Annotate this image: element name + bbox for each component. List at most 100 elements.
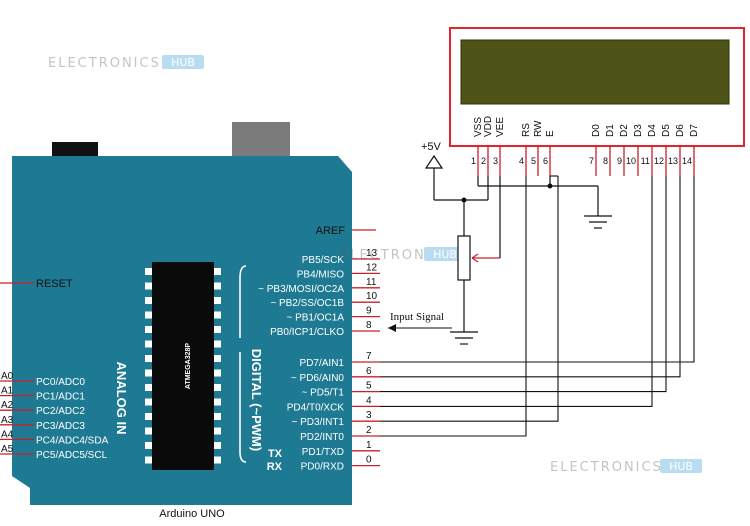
analog-pin-name: A2 <box>1 400 14 411</box>
chip-label: ATMEGA328P <box>185 343 192 389</box>
aref-label: AREF <box>316 225 346 237</box>
digital-pin-num: 2 <box>366 425 372 436</box>
digital-pin-num: 3 <box>366 410 372 421</box>
analog-in-title: ANALOG IN <box>114 362 129 435</box>
lcd-wires <box>380 175 695 437</box>
chip-pin <box>213 297 221 304</box>
tx-label: TX <box>268 448 283 460</box>
supply-label: +5V <box>421 141 442 153</box>
chip-pin <box>213 355 221 362</box>
digital-pin-num: 7 <box>366 351 372 362</box>
watermark-text: ELECTRONICS <box>48 56 161 71</box>
wire <box>380 176 527 437</box>
chip-pin <box>213 384 221 391</box>
lcd-pin-name: D2 <box>619 124 630 137</box>
chip-pin <box>145 340 153 348</box>
chip-pin <box>145 398 153 406</box>
digital-pin-func: ~ PD6/AIN0 <box>291 373 345 384</box>
lcd-pin-num: 5 <box>531 156 536 166</box>
digital-pin-func: PD7/AIN1 <box>300 358 345 369</box>
lcd-pin-num: 2 <box>481 156 486 166</box>
board-name: Arduino UNO <box>159 508 225 520</box>
reset-label: RESET <box>36 278 73 290</box>
analog-pin-name: A5 <box>1 444 14 455</box>
lcd-pin-name: D3 <box>633 124 644 137</box>
chip-pin <box>145 456 153 464</box>
digital-pin-func: PB4/MISO <box>297 269 344 280</box>
lcd-pin-name: D6 <box>675 124 686 137</box>
digital-bracket-top <box>239 265 247 338</box>
svg-text:HUB: HUB <box>669 460 693 473</box>
digital-pin-func: PB5/SCK <box>302 255 345 266</box>
analog-pin-func: PC5/ADC5/SCL <box>36 450 108 461</box>
lcd-pin-num: 13 <box>668 156 678 166</box>
lcd-pin-name: VDD <box>483 116 494 137</box>
digital-bracket-bottom <box>239 352 247 463</box>
analog-pin-func: PC0/ADC0 <box>36 377 85 388</box>
chip-pin <box>213 282 221 290</box>
chip-pin <box>145 297 153 304</box>
chip-pin <box>145 442 153 449</box>
digital-pin-func: PD2/INT0 <box>300 432 344 443</box>
digital-pin-num: 4 <box>366 395 372 406</box>
chip-pin <box>145 355 153 362</box>
analog-pins: PC0/ADC0A0PC1/ADC1A1PC2/ADC2A2PC3/ADC3A3… <box>0 371 109 461</box>
chip-pin <box>213 413 221 420</box>
digital-pin-func: ~ PD5/T1 <box>301 388 344 399</box>
analog-pin-func: PC1/ADC1 <box>36 392 85 403</box>
analog-pin-name: A0 <box>1 371 14 382</box>
lcd-screen <box>460 39 730 105</box>
lcd-pin-num: 10 <box>626 156 636 166</box>
chip-pin <box>213 456 221 464</box>
chip-pin <box>145 384 153 391</box>
chip-pin <box>213 340 221 348</box>
digital-pin-func: ~ PD3/INT1 <box>291 417 344 428</box>
chip-pin <box>213 398 221 406</box>
chip-pin <box>145 311 153 319</box>
wire <box>380 176 559 422</box>
wire <box>380 176 653 407</box>
digital-pin-num: 8 <box>366 320 372 331</box>
lcd-pin-name: RS <box>521 123 532 137</box>
watermark-bottom: ELECTRONICS HUB <box>550 459 702 475</box>
lcd-pin-num: 3 <box>493 156 498 166</box>
svg-text:HUB: HUB <box>433 248 457 261</box>
power-wiring <box>424 154 612 345</box>
chip-pin <box>213 326 221 333</box>
analog-pin-func: PC4/ADC4/SDA <box>36 435 109 446</box>
digital-pin-num: 5 <box>366 381 372 392</box>
lcd-pin-num: 11 <box>641 156 650 166</box>
chip-pin <box>145 282 153 290</box>
analog-pin-name: A1 <box>1 386 14 397</box>
chip-pin <box>213 442 221 449</box>
lcd-pin-name: D4 <box>647 124 658 137</box>
analog-pin-name: A4 <box>1 429 14 440</box>
digital-pin-func: PB0/ICP1/CLKO <box>270 327 344 338</box>
lcd-pin-num: 8 <box>603 156 608 166</box>
chip-pin <box>145 326 153 333</box>
chip-pin <box>213 427 221 435</box>
chip-pin <box>213 268 221 275</box>
chip-pin <box>145 427 153 435</box>
digital-pin-num: 1 <box>366 440 372 451</box>
digital-pwm-title: DIGITAL (~PWM) <box>249 349 264 451</box>
input-signal-label: Input Signal <box>390 311 444 323</box>
lcd-pin-name: D5 <box>661 124 672 137</box>
lcd-pin-num: 6 <box>543 156 548 166</box>
lcd-module: 1VSS2VDD3VEE4RS5RW6E7D08D19D210D311D412D… <box>449 27 745 176</box>
lcd-pin-name: E <box>545 130 556 137</box>
digital-pin-func: PD4/T0/XCK <box>287 402 345 413</box>
digital-pin-num: 10 <box>366 291 378 302</box>
digital-pin-func: ~ PB3/MOSI/OC2A <box>258 284 344 295</box>
chip-pin <box>213 369 221 377</box>
digital-pin-num: 9 <box>366 306 372 317</box>
rx-label: RX <box>267 461 283 473</box>
lcd-pin-name: D0 <box>591 124 602 137</box>
digital-pin-func: PD1/TXD <box>302 447 344 458</box>
digital-pin-func: PD0/RXD <box>301 462 344 473</box>
analog-pin-func: PC2/ADC2 <box>36 406 85 417</box>
digital-pin-num: 13 <box>366 248 378 259</box>
lcd-pin-name: VEE <box>495 117 506 137</box>
lcd-pin-num: 1 <box>471 156 476 166</box>
